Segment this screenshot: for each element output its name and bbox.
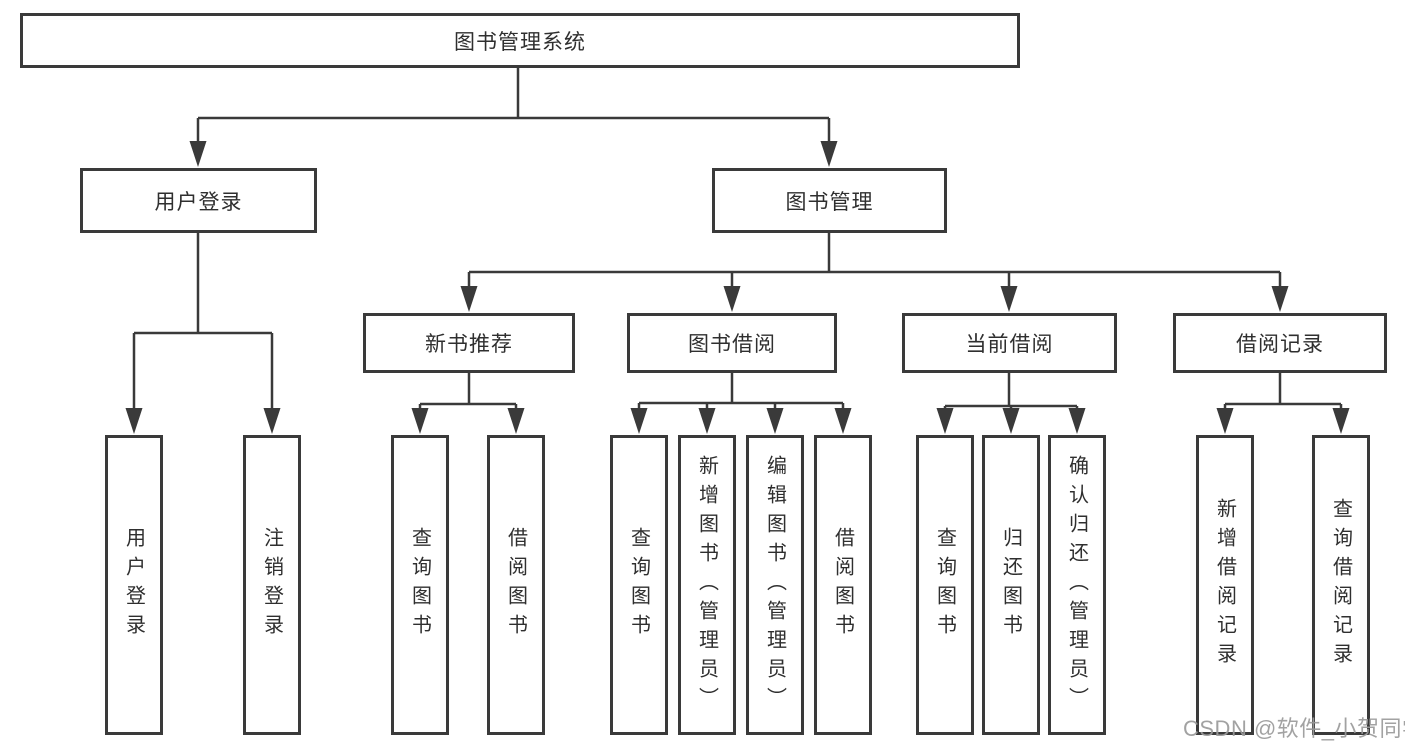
- connector-new-book-recommend-to-leaves: [418, 373, 518, 411]
- arrowheads: [125, 141, 1350, 434]
- arrow-down-icon: [125, 408, 143, 434]
- connector-root-to-level2: [196, 68, 831, 144]
- arrow-down-icon: [1000, 286, 1018, 312]
- arrow-down-icon: [411, 408, 429, 434]
- arrow-down-icon: [263, 408, 281, 434]
- arrow-down-icon: [630, 408, 648, 434]
- node-borrow-records-label: 借阅记录: [1236, 333, 1324, 356]
- node-book-management: 图书管理: [712, 168, 947, 233]
- node-root: 图书管理系统: [20, 13, 1020, 68]
- connector-lines: [132, 68, 1343, 412]
- leaf-edit-book-admin-label: 编辑图书（管理员）: [763, 454, 786, 716]
- connector-book-borrow-to-leaves: [637, 373, 845, 411]
- node-book-management-label: 图书管理: [785, 190, 874, 214]
- leaf-add-book-admin: 新增图书（管理员）: [678, 435, 736, 735]
- arrow-down-icon: [936, 408, 954, 434]
- leaf-logout-login: 注销登录: [243, 435, 301, 735]
- leaf-logout-login-label: 注销登录: [260, 527, 283, 643]
- node-borrow-records: 借阅记录: [1173, 313, 1387, 373]
- arrow-down-icon: [189, 141, 207, 167]
- node-user-login-group: 用户登录: [80, 168, 317, 233]
- leaf-query-borrow-record-label: 查询借阅记录: [1329, 498, 1352, 672]
- node-root-label: 图书管理系统: [454, 30, 586, 54]
- arrow-down-icon: [834, 408, 852, 434]
- connector-current-borrow-to-leaves: [943, 373, 1079, 412]
- watermark: CSDN @软件_小贺同学: [1183, 716, 1405, 741]
- leaf-query-borrow-record: 查询借阅记录: [1312, 435, 1370, 735]
- arrow-down-icon: [507, 408, 525, 434]
- arrow-down-icon: [460, 286, 478, 312]
- arrow-down-icon: [698, 408, 716, 434]
- leaf-query-book-recommend-label: 查询图书: [408, 527, 431, 643]
- arrow-down-icon: [1332, 408, 1350, 434]
- node-book-borrow: 图书借阅: [627, 313, 837, 373]
- connector-user-login-to-leaves: [132, 233, 274, 411]
- leaf-add-borrow-record: 新增借阅记录: [1196, 435, 1254, 735]
- leaf-return-book-label: 归还图书: [999, 527, 1022, 643]
- leaf-borrow-book: 借阅图书: [814, 435, 872, 735]
- leaf-borrow-book-label: 借阅图书: [831, 527, 854, 643]
- arrow-down-icon: [1271, 286, 1289, 312]
- arrow-down-icon: [1002, 408, 1020, 434]
- leaf-edit-book-admin: 编辑图书（管理员）: [746, 435, 804, 735]
- leaf-query-book-current-label: 查询图书: [933, 527, 956, 643]
- node-user-login-group-label: 用户登录: [154, 190, 243, 214]
- leaf-borrow-book-recommend-label: 借阅图书: [504, 527, 527, 643]
- leaf-confirm-return-admin-label: 确认归还（管理员）: [1065, 454, 1088, 716]
- node-book-borrow-label: 图书借阅: [688, 333, 776, 356]
- leaf-return-book: 归还图书: [982, 435, 1040, 735]
- leaf-query-book-borrow: 查询图书: [610, 435, 668, 735]
- leaf-add-book-admin-label: 新增图书（管理员）: [695, 454, 718, 716]
- node-current-borrow: 当前借阅: [902, 313, 1117, 373]
- connector-borrow-records-to-leaves: [1223, 373, 1343, 411]
- arrow-down-icon: [723, 286, 741, 312]
- leaf-query-book-recommend: 查询图书: [391, 435, 449, 735]
- node-new-book-recommend-label: 新书推荐: [425, 333, 513, 356]
- arrow-down-icon: [820, 141, 838, 167]
- leaf-query-book-borrow-label: 查询图书: [627, 527, 650, 643]
- leaf-query-book-current: 查询图书: [916, 435, 974, 735]
- leaf-confirm-return-admin: 确认归还（管理员）: [1048, 435, 1106, 735]
- node-current-borrow-label: 当前借阅: [965, 333, 1054, 356]
- leaf-add-borrow-record-label: 新增借阅记录: [1213, 498, 1236, 672]
- arrow-down-icon: [1068, 408, 1086, 434]
- leaf-borrow-book-recommend: 借阅图书: [487, 435, 545, 735]
- leaf-user-login: 用户登录: [105, 435, 163, 735]
- leaf-user-login-label: 用户登录: [122, 527, 145, 643]
- arrow-down-icon: [766, 408, 784, 434]
- node-new-book-recommend: 新书推荐: [363, 313, 575, 373]
- connector-book-management-to-level3: [467, 233, 1282, 289]
- arrow-down-icon: [1216, 408, 1234, 434]
